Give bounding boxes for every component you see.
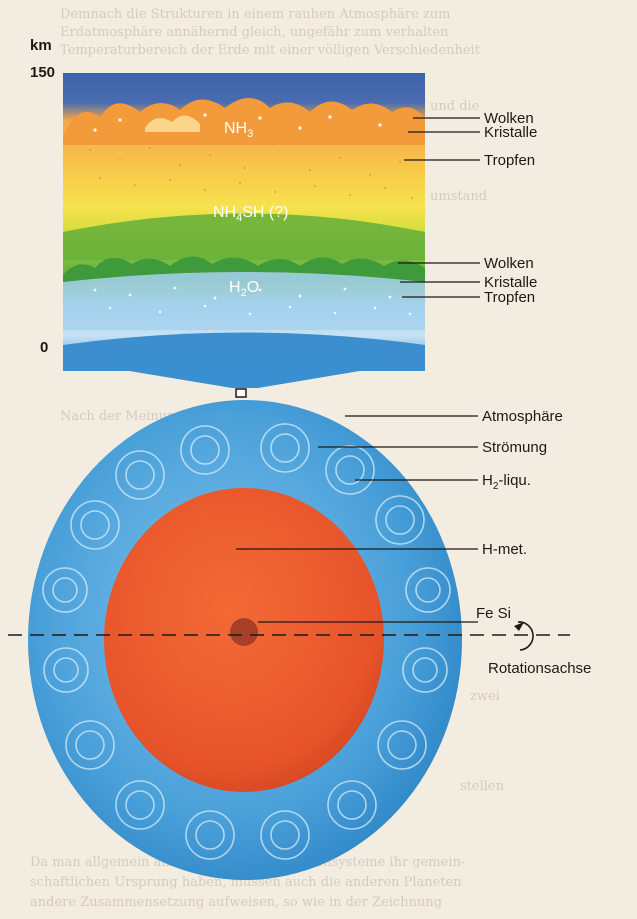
svg-text:umstand: umstand	[430, 189, 487, 204]
axis-bottom-value: 0	[40, 339, 48, 356]
callout-atmosphaere: Atmosphäre	[482, 408, 563, 425]
callout-h2-liquid: H2-liqu.	[482, 472, 531, 492]
rotation-arrow-head	[514, 622, 524, 631]
callout-wolken-lower: Wolken	[484, 255, 534, 272]
core	[230, 618, 258, 646]
callout-h-metallic: H-met.	[482, 541, 527, 558]
zoom-funnel	[63, 360, 425, 388]
callout-tropfen-upper: Tropfen	[484, 152, 535, 169]
svg-text:andere Zusammensetzung aufweis: andere Zusammensetzung aufweisen, so wie…	[30, 895, 442, 910]
axis-top-value: 150	[30, 64, 55, 81]
atmosphere-strip: NH3 NH4SH (?) H2O	[63, 73, 425, 371]
svg-text:und die: und die	[430, 99, 480, 114]
zoom-marker	[236, 389, 246, 397]
callout-rotation-axis: Rotationsachse	[488, 660, 591, 677]
svg-text:zwei: zwei	[470, 689, 500, 704]
axis-unit: km	[30, 37, 52, 54]
callout-tropfen-lower: Tropfen	[484, 289, 535, 306]
svg-text:stellen: stellen	[460, 779, 505, 794]
svg-text:Temperaturbereich der Erde mit: Temperaturbereich der Erde mit einer völ…	[60, 43, 481, 58]
callout-core: Fe Si	[476, 605, 511, 622]
planet-cross-section	[28, 400, 462, 880]
callout-stroemung: Strömung	[482, 439, 547, 456]
callout-kristalle-upper: Kristalle	[484, 124, 537, 141]
water-band	[63, 272, 425, 330]
svg-text:Demnach die Strukturen in eine: Demnach die Strukturen in einem rauhen A…	[60, 7, 450, 22]
svg-text:Erdatmosphäre annähernd gleich: Erdatmosphäre annähernd gleich, ungefähr…	[60, 25, 449, 40]
